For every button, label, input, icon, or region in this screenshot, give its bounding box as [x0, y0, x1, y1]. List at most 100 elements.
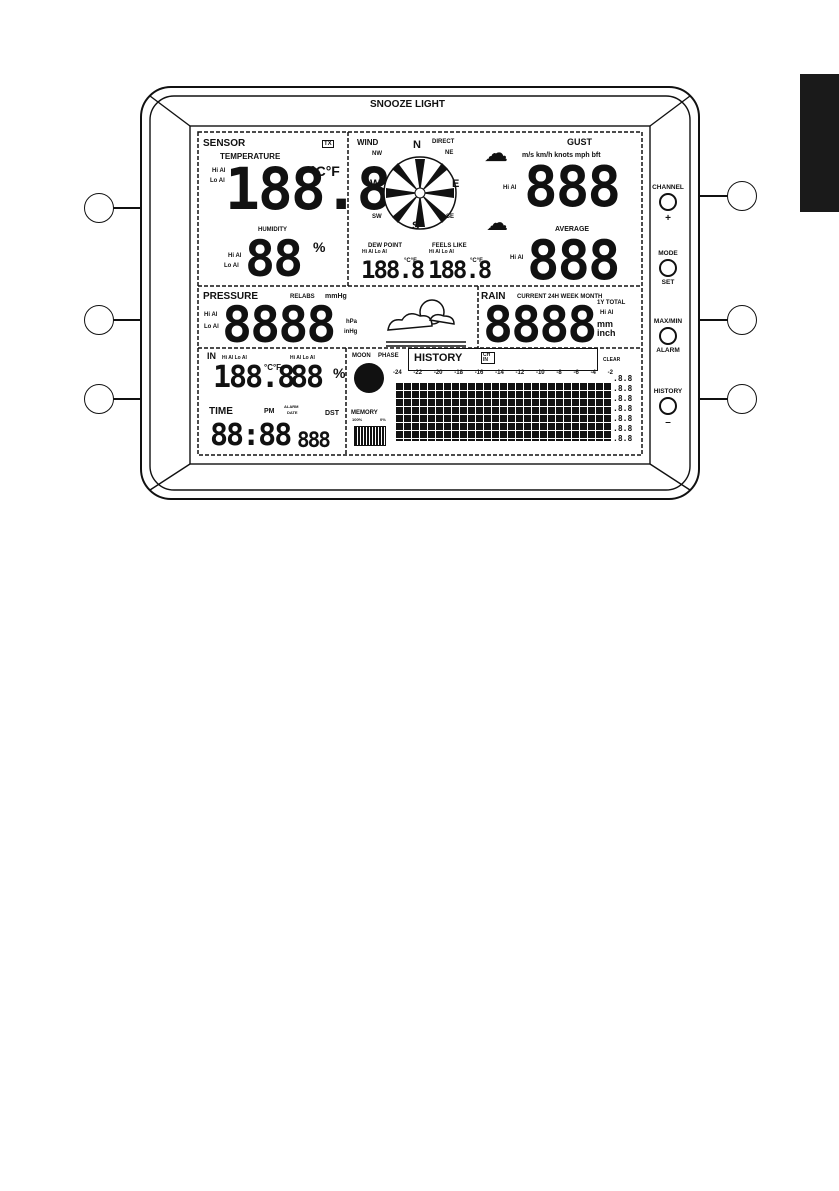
compass-sw: SW [372, 214, 382, 220]
history-hour-tick: -14 [495, 370, 504, 376]
temperature-label: TEMPERATURE [220, 152, 281, 161]
indoor-hum-value: 88 [290, 360, 324, 395]
average-label: AVERAGE [555, 226, 590, 233]
indoor-hum-unit: % [333, 365, 346, 381]
memory-full: 100% [352, 417, 363, 422]
history-scale-value: .8.8 [613, 424, 633, 433]
history-hour-tick: -4 [590, 370, 596, 376]
pressure-unit-mmhg: mmHg [325, 293, 347, 300]
memory-bar [354, 426, 386, 446]
history-scale-value: .8.8 [613, 394, 633, 403]
rain-title: RAIN [481, 291, 506, 302]
callout-2-right [727, 305, 757, 335]
memory-label: MEMORY [351, 410, 378, 416]
average-hi-al: Hi Al [510, 255, 524, 261]
temperature-units: °C°F [310, 163, 340, 179]
hum-lo-al: Lo Al [224, 263, 239, 269]
mode-label: MODE [658, 250, 678, 257]
dew-point-label: DEW POINT [368, 243, 402, 249]
section-tab [800, 74, 839, 212]
history-scale-value: .8.8 [613, 434, 633, 443]
sensor-title: SENSOR [203, 138, 246, 149]
mode-icon [659, 259, 677, 277]
channel-button[interactable]: CHANNEL + [650, 184, 686, 224]
rain-periods: CURRENT 24H WEEK MONTH [517, 294, 603, 300]
temperature-value: 188.8 [225, 155, 392, 223]
compass-nw: NW [372, 151, 382, 157]
wind-compass [383, 156, 457, 230]
wind-units: m/s km/h knots mph bft [522, 152, 601, 159]
forecast-icon [386, 299, 466, 347]
memory-empty: 0% [380, 417, 386, 422]
time-title: TIME [209, 406, 233, 417]
history-scale-value: .8.8 [613, 414, 633, 423]
compass-w: W [370, 178, 381, 190]
maxmin-button[interactable]: MAX/MIN ALARM [648, 318, 688, 354]
callout-3-right [727, 384, 757, 414]
history-hour-tick: -6 [573, 370, 579, 376]
callout-1-left [84, 193, 114, 223]
history-hour-tick: -20 [433, 370, 443, 376]
rain-unit-inch: inch [597, 328, 616, 338]
moon-phase-label: PHASE [378, 353, 399, 359]
history-hour-axis: -24 -22 -20 -18 -16 -14 -12 -10 -8 -6 -4… [393, 370, 613, 380]
history-hour-tick: -2 [607, 370, 613, 376]
callout-2-left [84, 305, 114, 335]
compass-e: E [452, 178, 460, 190]
dew-point-flags: Hi Al Lo Al [362, 249, 387, 255]
feels-like-units: °C°F [470, 258, 483, 264]
history-header [408, 348, 598, 371]
rain-hi-al: Hi Al [600, 310, 614, 316]
gust-value: 888 [524, 155, 621, 220]
history-scale-value: .8.8 [613, 374, 633, 383]
history-hour-tick: -8 [556, 370, 562, 376]
history-scale-value: .8.8 [613, 404, 633, 413]
pressure-unit-hpa: hPa [346, 319, 358, 325]
history-icon [659, 397, 677, 415]
dew-point-value: 188.8 [361, 256, 425, 284]
history-hour-tick: -10 [535, 370, 545, 376]
history-clear: CLEAR [603, 357, 621, 363]
history-channel-box: CH IN [481, 352, 495, 364]
indoor-hum-flags: Hi Al Lo Al [290, 355, 315, 361]
dew-point-units: °C°F [404, 258, 417, 264]
history-scale: .8.8 .8.8 .8.8 .8.8 .8.8 .8.8 .8.8 [613, 374, 635, 444]
indoor-temp-value: 188.8 [213, 360, 295, 395]
battery-indicator: TX [322, 140, 334, 148]
wind-direct: DIRECT [432, 139, 455, 145]
maxmin-icon [659, 327, 677, 345]
pressure-hi-al: Hi Al [204, 312, 218, 318]
history-hour-tick: -12 [515, 370, 525, 376]
alarm-label: ALARM [656, 347, 680, 354]
history-hour-tick: -18 [454, 370, 463, 376]
mode-button[interactable]: MODE SET [650, 250, 686, 286]
history-bar-graph [395, 382, 612, 441]
history-hour-tick: -22 [413, 370, 423, 376]
pressure-relabs: RELABS [290, 294, 315, 300]
temp-hi-al: Hi Al [212, 168, 226, 174]
history-button-label: HISTORY [653, 388, 683, 395]
history-scale-value: .8.8 [613, 384, 633, 393]
compass-ne: NE [445, 150, 454, 156]
temp-lo-al: Lo Al [210, 178, 225, 184]
indoor-temp-flags: Hi Al Lo Al [222, 355, 247, 361]
pressure-unit-inhg: inHg [344, 329, 358, 335]
brand-logo: SNOOZE LIGHT [370, 99, 445, 110]
time-alarm: ALARM [284, 404, 299, 409]
time-seconds: 888 [297, 428, 331, 452]
average-cloud-icon: ☁ [486, 210, 508, 235]
history-title: HISTORY [414, 352, 463, 364]
wind-cloud-icon: ☁ [484, 140, 508, 167]
humidity-unit: % [313, 239, 326, 255]
humidity-label: HUMIDITY [258, 227, 287, 233]
history-button[interactable]: HISTORY – [650, 388, 686, 428]
set-label: SET [661, 279, 675, 286]
feels-like-value: 188.8 [428, 256, 492, 284]
compass-se: SE [446, 214, 455, 220]
humidity-value: 88 [245, 230, 303, 288]
moon-label: MOON [352, 353, 371, 359]
pressure-value: 8888 [222, 296, 336, 354]
time-digits: 88:88 [210, 418, 292, 453]
maxmin-label: MAX/MIN [653, 318, 683, 325]
rain-value: 8888 [483, 296, 597, 354]
